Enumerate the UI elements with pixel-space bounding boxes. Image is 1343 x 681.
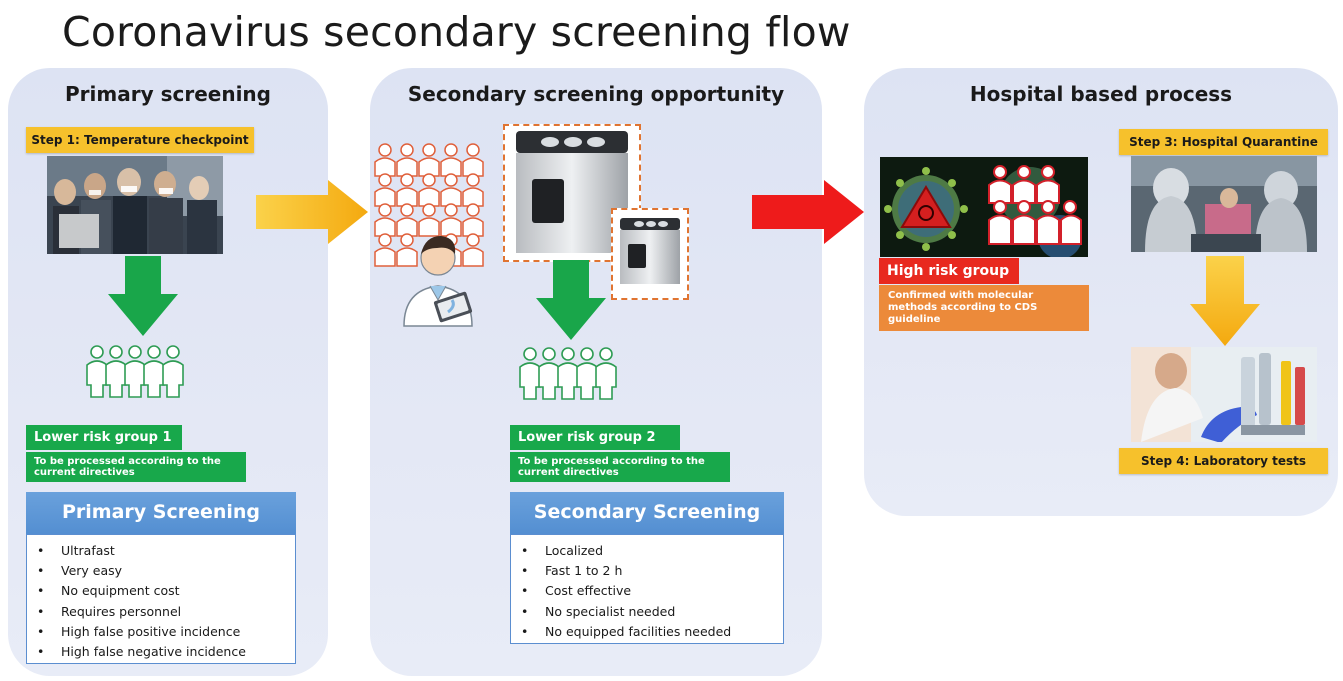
laboratory-tests-photo [1131, 347, 1317, 442]
quarantine-photo-illustration [1131, 156, 1317, 252]
high-risk-illustration [880, 157, 1088, 257]
method-list-item: •High false positive incidence [37, 623, 241, 639]
people-group-icon [519, 347, 617, 400]
hospital-quarantine-photo [1131, 156, 1317, 252]
step1-tag: Step 1: Temperature checkpoint [26, 127, 254, 153]
method-list-item: •Cost effective [521, 583, 632, 599]
secondary-method-list: •Localized •Fast 1 to 2 h •Cost effectiv… [510, 534, 784, 644]
temperature-checkpoint-photo [47, 156, 223, 254]
arrow-right-icon [752, 180, 864, 244]
people-group-icon [988, 165, 1082, 245]
people-group-icon [86, 345, 184, 398]
method-list-item: •Localized [521, 543, 604, 558]
device-icon [516, 131, 628, 253]
lower-risk-group-1-note: To be processed according to the current… [26, 452, 246, 482]
step3-tag: Step 3: Hospital Quarantine [1119, 129, 1328, 155]
method-list-item: •No specialist needed [521, 603, 676, 619]
lower-risk-group-1-label: Lower risk group 1 [26, 425, 182, 450]
method-list-item: •Very easy [37, 563, 123, 579]
arrow-down-icon [1190, 256, 1260, 346]
diagram-title: Coronavirus secondary screening flow [62, 8, 851, 56]
primary-heading: Primary screening [65, 82, 271, 106]
method-list-item: •No equipment cost [37, 583, 180, 599]
device-icon [620, 218, 680, 284]
arrow-down-icon [536, 260, 606, 340]
method-list-item: •No equipped facilities needed [521, 623, 732, 639]
arrow-down-icon [108, 256, 178, 336]
high-risk-group-label: High risk group [879, 258, 1019, 284]
doctor-icon [403, 236, 473, 327]
method-list-item: •Requires personnel [37, 603, 182, 619]
method-list-item: •Fast 1 to 2 h [521, 563, 623, 579]
method-list-item: •High false negative incidence [37, 644, 246, 660]
primary-method-list: •Ultrafast •Very easy •No equipment cost… [26, 534, 296, 664]
lower-risk-group-2-label: Lower risk group 2 [510, 425, 680, 450]
secondary-heading: Secondary screening opportunity [407, 82, 785, 106]
lab-photo-illustration [1131, 347, 1317, 442]
hospital-heading: Hospital based process [969, 82, 1233, 106]
arrow-right-icon [256, 180, 368, 244]
step4-tag: Step 4: Laboratory tests [1119, 448, 1328, 474]
lower-risk-group-2-note: To be processed according to the current… [510, 452, 730, 482]
checkpoint-photo-illustration [47, 156, 223, 254]
method-list-item: •Ultrafast [37, 543, 115, 558]
confirmed-molecular-note: Confirmed with molecular methods accordi… [879, 285, 1089, 331]
